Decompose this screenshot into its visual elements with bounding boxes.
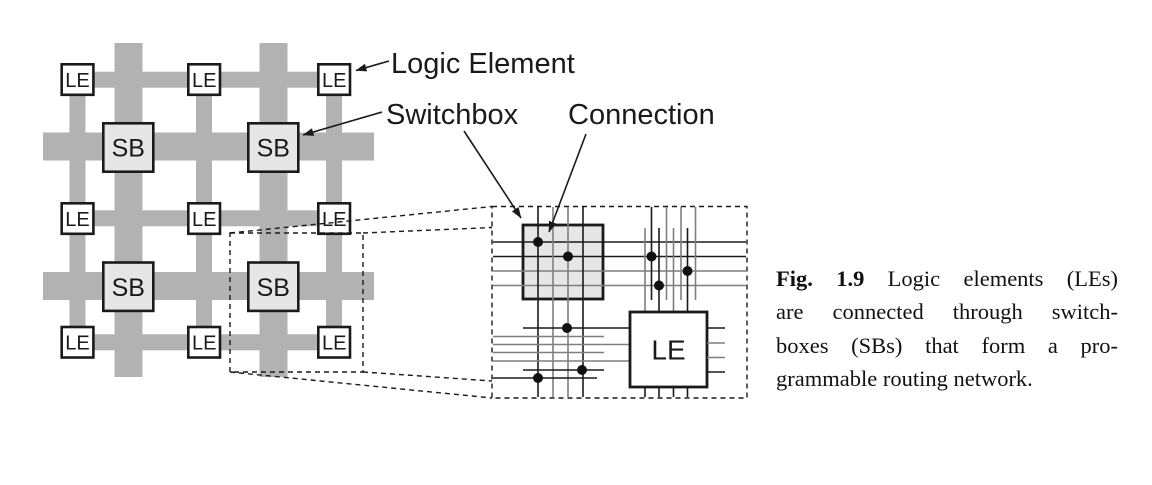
sb-box-label: SB [112,274,145,302]
le-box: LE [60,325,95,359]
zoom-source-outline [229,232,364,373]
le-boxes: LE LE LE LE LE LE [60,63,352,359]
detail-switchbox [521,223,605,301]
le-box: LE [60,202,95,236]
connection-arrow [548,133,587,233]
le-box: LE [316,63,352,97]
caption-line1-text: Logic elements (LEs) [887,266,1118,291]
le-box-label: LE [65,209,89,231]
connection-dot [646,251,657,262]
projection-line [229,205,493,234]
sb-boxes: SB SB SB SB [102,122,300,313]
logic-element-label: Logic Element [391,48,575,80]
detail-view: LE [491,205,748,399]
sb-box-label: SB [257,135,290,163]
le-box: LE [187,202,222,236]
logic-element-arrow [355,60,390,72]
detail-right-vertical-wires [644,207,697,312]
connection-dot [563,251,573,262]
zoom-projection-lines [229,205,493,399]
le-box-label: LE [192,70,216,92]
sb-box: SB [102,261,155,313]
le-box-label: LE [192,333,216,355]
le-box-label: LE [65,70,89,92]
channel-vertical-thick [259,43,288,377]
connection-dot [533,237,543,247]
connection-dot [682,266,693,276]
detail-le-bottom-stubs [644,387,689,397]
le-box: LE [187,63,222,97]
caption-line: grammable routing network. [776,366,1033,392]
sb-box-label: SB [257,274,290,302]
connection-dot [654,280,664,291]
switchbox-detail-arrow [463,130,522,219]
le-box-label: LE [192,209,216,231]
sb-box: SB [102,122,155,174]
sb-box-label: SB [112,135,145,163]
projection-line [362,226,493,234]
connection-label: Connection [568,99,715,131]
caption-line: are connected through switch- [776,299,1118,325]
annotations: Logic Element Switchbox Connection [302,48,715,233]
le-box: LE [187,325,222,359]
switchbox-label: Switchbox [386,99,519,131]
projection-line [229,371,493,399]
projection-line [362,371,493,382]
switchbox-arrow [302,111,383,136]
le-box: LE [60,63,95,97]
le-box-label: LE [65,333,89,355]
annotation-arrows [302,60,587,233]
le-box-label: LE [322,209,346,231]
le-box-label: LE [322,70,346,92]
detail-outline [491,205,748,399]
caption-line: boxes (SBs) that form a pro- [776,332,1118,358]
channel-vertical-thick [114,43,143,377]
detail-le-box [628,310,709,389]
detail-lower-horizontal-wires [493,327,631,379]
detail-le-label: LE [651,335,685,366]
connection-dot [533,373,543,383]
sb-box: SB [247,261,300,313]
le-box-label: LE [322,333,346,355]
caption-fig-number: Fig. 1.9 [776,266,865,291]
caption-line: Fig. 1.9 Logic elements (LEs) [776,262,1118,295]
detail-le-block: LE [628,310,725,397]
connection-dot [562,323,572,333]
fpga-grid-diagram: LE LE LE LE LE LE [43,43,374,377]
connection-dot [577,365,587,375]
figure-caption: Fig. 1.9 Logic elements (LEs) are connec… [776,262,1118,396]
detail-le-right-stubs [707,327,725,373]
sb-box: SB [247,122,300,174]
le-box: LE [316,202,352,236]
connection-dots [533,237,693,383]
le-box: LE [316,325,352,359]
